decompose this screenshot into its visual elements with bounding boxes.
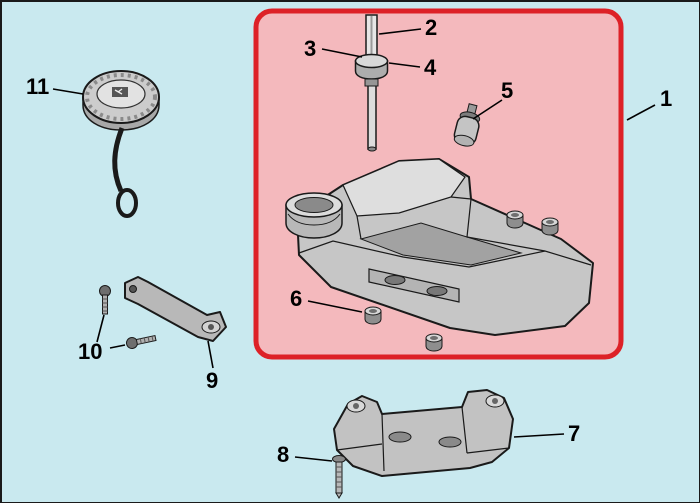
screw-lower bbox=[126, 334, 157, 349]
callout-10: 10 bbox=[78, 339, 103, 364]
grommet-stem bbox=[364, 78, 379, 87]
leader-5 bbox=[472, 99, 503, 120]
leader-9 bbox=[207, 340, 214, 369]
filler-neck-opening bbox=[294, 197, 334, 213]
leader-11 bbox=[52, 88, 84, 95]
leader-7 bbox=[513, 433, 565, 438]
screw-shaft bbox=[102, 294, 108, 315]
fuel-filter bbox=[453, 103, 481, 147]
fuel-line bbox=[365, 14, 378, 152]
side-bracket-boss-hole bbox=[208, 324, 214, 330]
leader-10a bbox=[96, 314, 105, 343]
bracket-slot-left bbox=[388, 431, 412, 443]
callout-7: 7 bbox=[568, 421, 581, 446]
screw-head bbox=[332, 455, 346, 463]
fuel-line-lower bbox=[367, 84, 377, 150]
bushing-front-left bbox=[364, 306, 382, 325]
leader-3 bbox=[321, 48, 363, 58]
bracket-boss-right-hole bbox=[492, 398, 498, 404]
bushing-hole bbox=[369, 309, 377, 313]
fuel-line-end bbox=[367, 146, 377, 152]
bushing-hole bbox=[430, 336, 438, 340]
grommet bbox=[354, 53, 389, 87]
screw-threads bbox=[102, 298, 108, 312]
bushing-front-right bbox=[425, 333, 443, 352]
callout-1: 1 bbox=[660, 86, 673, 111]
cap-knurling bbox=[85, 73, 157, 121]
screw-upper bbox=[99, 285, 111, 315]
callout-3: 3 bbox=[304, 36, 317, 61]
tank-edge-contour bbox=[356, 196, 546, 252]
leader-lines bbox=[52, 28, 656, 462]
bushing-hole bbox=[546, 220, 554, 224]
fuel-cap bbox=[82, 70, 160, 218]
screw-tip bbox=[335, 492, 343, 499]
callout-6: 6 bbox=[290, 286, 303, 311]
bushing-rear-right bbox=[541, 217, 559, 236]
mounting-bracket-bends bbox=[336, 406, 510, 472]
callout-8: 8 bbox=[277, 442, 290, 467]
mounting-bracket bbox=[333, 389, 514, 477]
callout-5: 5 bbox=[501, 78, 514, 103]
bracket-boss-left-hole bbox=[353, 403, 359, 409]
bracket-slot-right bbox=[438, 436, 462, 448]
filler-neck-thread bbox=[287, 213, 341, 226]
screw-threads bbox=[139, 336, 154, 344]
filter-base bbox=[453, 134, 475, 147]
mounting-bracket-body bbox=[333, 389, 514, 477]
callout-2: 2 bbox=[425, 15, 438, 40]
tank-recess bbox=[359, 222, 523, 266]
tank-top-face bbox=[342, 158, 466, 217]
flange-hole-left bbox=[384, 275, 406, 285]
leader-10b bbox=[109, 344, 126, 349]
grommet-top bbox=[354, 53, 389, 69]
flange-hole-right bbox=[426, 286, 448, 296]
callout-4: 4 bbox=[424, 55, 437, 80]
bushing-hole bbox=[511, 213, 519, 217]
leader-4 bbox=[388, 62, 421, 68]
tank-front-contour bbox=[298, 240, 592, 268]
cap-tether-strap bbox=[112, 127, 125, 193]
side-bracket-hole bbox=[129, 285, 137, 293]
side-bracket bbox=[124, 276, 227, 342]
fuel-tank bbox=[285, 158, 594, 336]
bushing-rear-left bbox=[506, 210, 524, 229]
leader-6 bbox=[307, 300, 363, 313]
bracket-screw bbox=[332, 455, 346, 499]
callout-9: 9 bbox=[206, 368, 219, 393]
leader-8 bbox=[294, 456, 333, 462]
screw-threads bbox=[336, 466, 342, 488]
leader-2 bbox=[378, 28, 422, 35]
cap-emblem-marks bbox=[114, 88, 123, 95]
cap-tether-loop bbox=[116, 188, 138, 218]
side-bracket-body bbox=[124, 276, 227, 342]
cap-emblem bbox=[112, 87, 128, 97]
callout-11: 11 bbox=[26, 74, 50, 99]
leader-1 bbox=[626, 104, 656, 121]
